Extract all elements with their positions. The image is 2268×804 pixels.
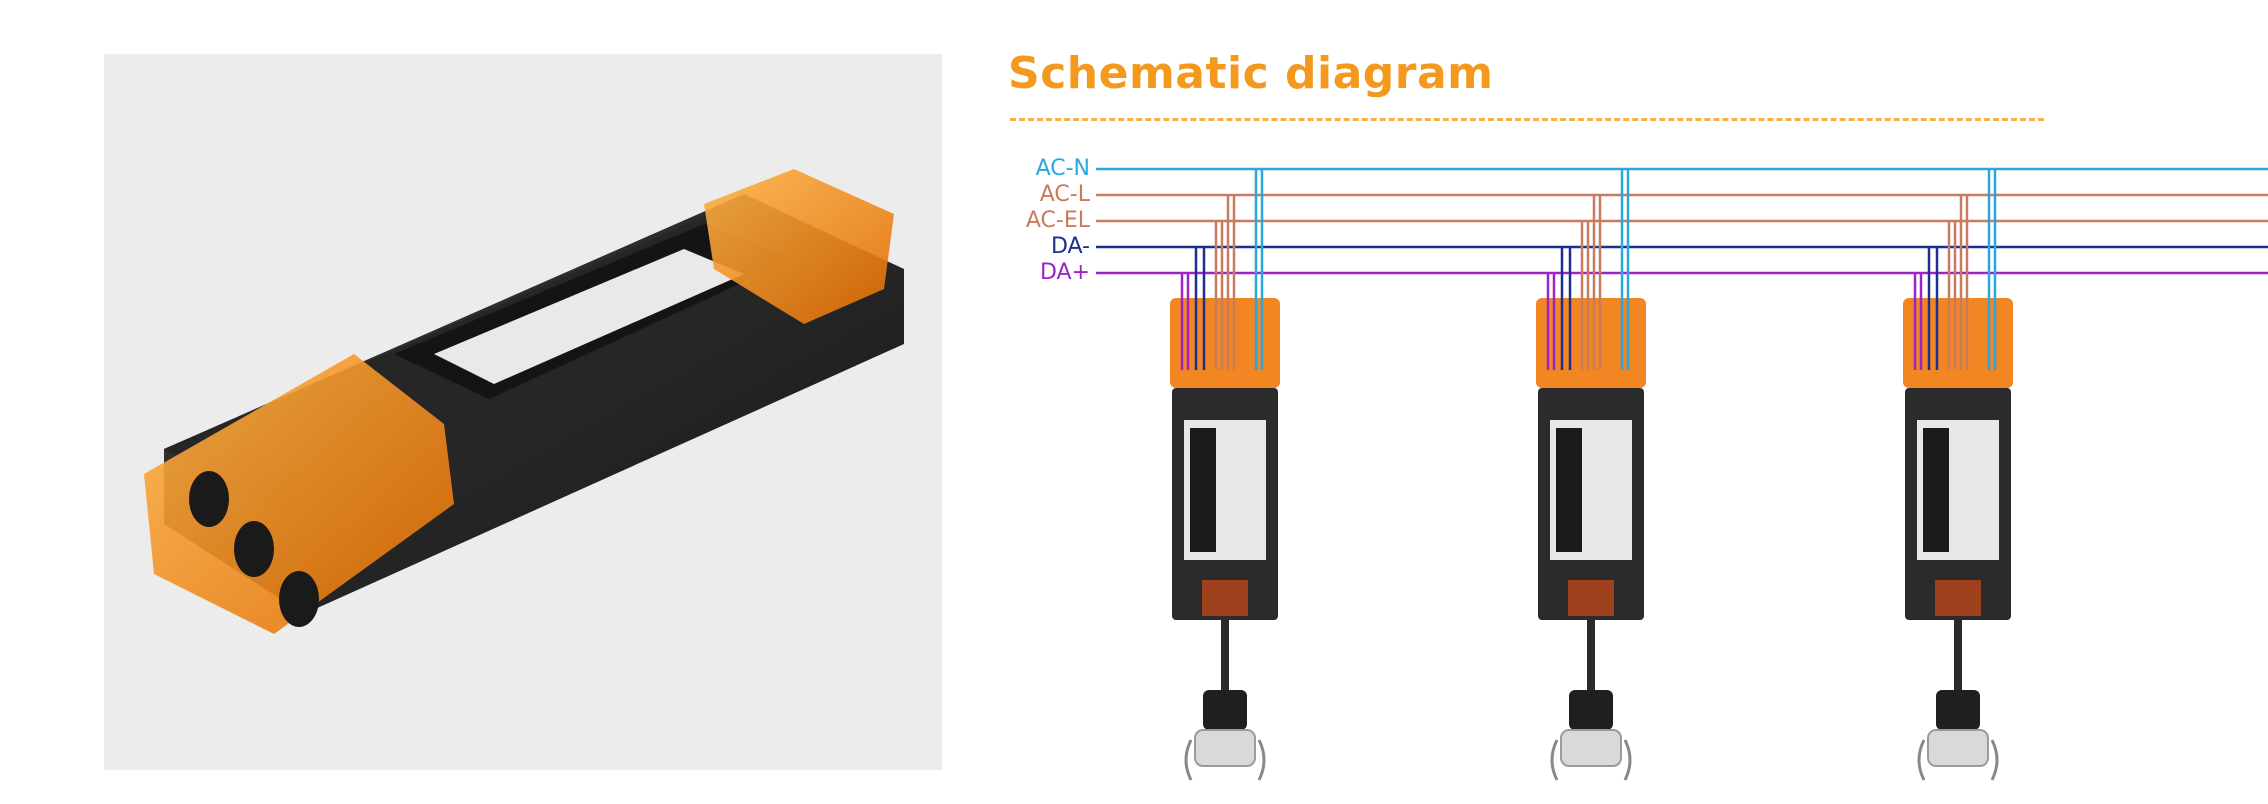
wiring-graphic bbox=[1096, 167, 2268, 781]
downlight-3-heatsink bbox=[1936, 690, 1980, 730]
downlight-2-clips bbox=[1550, 739, 1632, 781]
driver-3-cable bbox=[1954, 620, 1962, 690]
downlight-3-clips bbox=[1917, 739, 1999, 781]
schematic-diagram: Schematic diagram AC-N AC-L AC-EL DA- DA… bbox=[1000, 40, 2268, 804]
driver-2-label-mark bbox=[1556, 428, 1582, 552]
wire-label-ac-l: AC-L bbox=[1039, 182, 1090, 207]
driver-3-terminal bbox=[1903, 298, 2013, 388]
wire-label-da-minus: DA- bbox=[1050, 234, 1090, 259]
downlight-2-trim bbox=[1560, 729, 1622, 767]
downlight-3-trim bbox=[1927, 729, 1989, 767]
product-photo bbox=[104, 54, 942, 770]
driver-3-label-mark bbox=[1923, 428, 1949, 552]
left-terminal-block bbox=[144, 354, 454, 634]
downlight-1-clips bbox=[1184, 739, 1266, 781]
wire-label-da-plus: DA+ bbox=[1039, 260, 1090, 285]
terminal-hole-3 bbox=[279, 571, 319, 627]
label-white-area bbox=[434, 249, 744, 384]
driver-1-terminal bbox=[1170, 298, 1280, 388]
downlight-1-heatsink bbox=[1203, 690, 1247, 730]
driver-2-terminal bbox=[1536, 298, 1646, 388]
led-driver-illustration bbox=[144, 169, 904, 634]
wire-label-ac-el: AC-EL bbox=[1025, 208, 1090, 233]
driver-1-cable bbox=[1221, 620, 1229, 690]
wire-label-ac-n: AC-N bbox=[1035, 156, 1090, 181]
downlight-1-trim bbox=[1194, 729, 1256, 767]
title-divider bbox=[1010, 118, 2044, 121]
driver-3-output-terminal bbox=[1935, 580, 1981, 616]
driver-2-output-terminal bbox=[1568, 580, 1614, 616]
driver-2-cable bbox=[1587, 620, 1595, 690]
driver-1-output-terminal bbox=[1202, 580, 1248, 616]
terminal-hole-1 bbox=[189, 471, 229, 527]
driver-1-label-mark bbox=[1190, 428, 1216, 552]
terminal-hole-2 bbox=[234, 521, 274, 577]
right-terminal-block bbox=[704, 169, 894, 324]
downlight-2-heatsink bbox=[1569, 690, 1613, 730]
diagram-title: Schematic diagram bbox=[1008, 48, 1494, 99]
